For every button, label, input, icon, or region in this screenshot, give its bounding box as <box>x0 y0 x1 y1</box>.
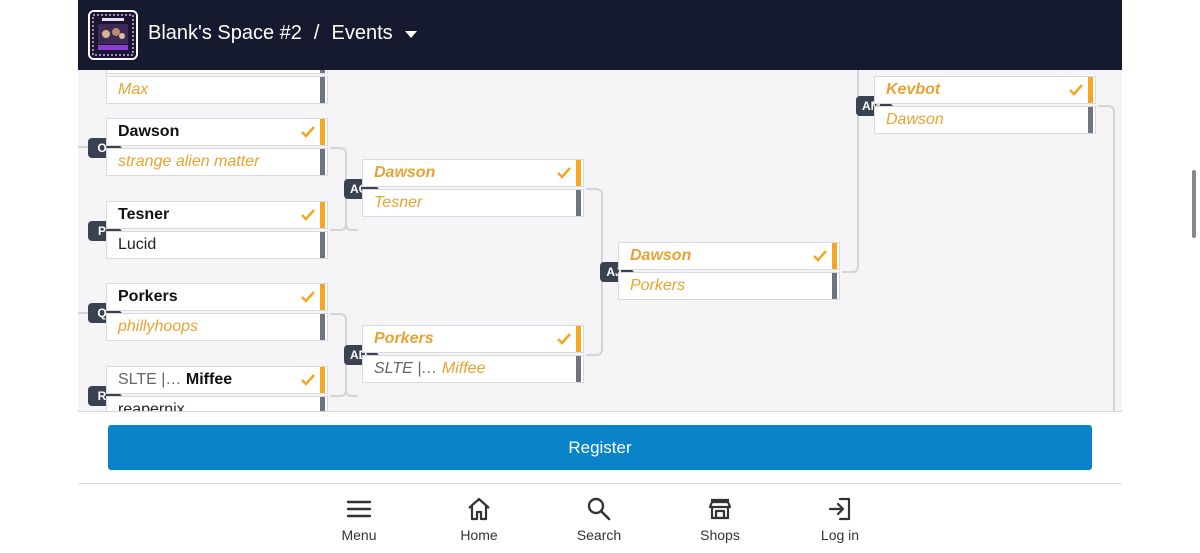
login-icon <box>828 497 851 521</box>
score-bar <box>320 70 325 73</box>
score-bar <box>320 119 325 145</box>
player-name: Lucid <box>118 236 157 253</box>
nav-login-label: Log in <box>820 527 860 543</box>
match-r[interactable]: SLTE |… Miffee reapernix <box>106 366 328 412</box>
event-title[interactable]: Blank's Space #2 <box>148 22 302 44</box>
score-bar <box>1088 107 1093 133</box>
player-name: Porkers <box>630 277 686 294</box>
player-name: Tesner <box>374 194 423 211</box>
match-slot-winner[interactable]: SLTE |… Miffee <box>106 366 328 394</box>
match-partial[interactable]: Max <box>106 70 328 106</box>
match-slot[interactable]: strange alien matter <box>106 148 328 176</box>
player-name: Dawson <box>630 247 692 264</box>
nav-search-label: Search <box>576 527 622 543</box>
nav-home-label: Home <box>460 527 498 543</box>
match-slot-winner[interactable]: Dawson <box>362 159 584 187</box>
player-name: Porkers <box>118 288 178 305</box>
match-slot-winner[interactable]: Kevbot <box>874 76 1096 104</box>
breadcrumb-separator: / <box>313 22 320 44</box>
match-slot-winner[interactable]: Dawson <box>618 242 840 270</box>
match-o[interactable]: Dawson strange alien matter <box>106 118 328 178</box>
home-icon <box>468 497 490 521</box>
nav-search[interactable]: Search <box>554 496 644 543</box>
chevron-down-icon[interactable] <box>404 31 417 38</box>
bracket-view[interactable]: Max O Dawson strange alien matter P Tesn… <box>78 70 1122 412</box>
score-bar <box>1088 77 1093 103</box>
match-slot[interactable]: Lucid <box>106 231 328 259</box>
player-name: Tesner <box>118 206 170 223</box>
bottom-nav: Menu Home Search Shops Log in <box>78 483 1122 553</box>
match-q[interactable]: Porkers phillyhoops <box>106 283 328 343</box>
score-bar <box>576 356 581 382</box>
search-icon <box>587 497 611 521</box>
score-bar <box>320 232 325 258</box>
scrollbar[interactable] <box>1192 170 1196 238</box>
player-name: Max <box>118 81 149 98</box>
nav-shops[interactable]: Shops <box>675 496 765 543</box>
check-icon <box>301 126 315 138</box>
player-name: strange alien matter <box>118 153 260 170</box>
store-icon <box>708 498 732 520</box>
player-name: Kevbot <box>886 81 941 98</box>
score-bar <box>576 326 581 352</box>
player-name: phillyhoops <box>118 318 199 335</box>
check-icon <box>301 209 315 221</box>
check-icon <box>301 374 315 386</box>
match-ad[interactable]: Porkers SLTE |… Miffee <box>362 325 584 385</box>
match-slot[interactable]: Dawson <box>874 106 1096 134</box>
check-icon <box>557 167 571 179</box>
score-bar <box>320 77 325 103</box>
match-slot-winner[interactable]: Porkers <box>106 283 328 311</box>
check-icon <box>1069 84 1083 96</box>
match-slot-winner[interactable]: Porkers <box>362 325 584 353</box>
score-bar <box>320 284 325 310</box>
match-slot[interactable]: phillyhoops <box>106 313 328 341</box>
score-bar <box>832 273 837 299</box>
app: Blank's Space #2 / Events Max <box>78 0 1122 553</box>
nav-menu-label: Menu <box>341 527 377 543</box>
match-slot[interactable]: Tesner <box>362 189 584 217</box>
score-bar <box>320 202 325 228</box>
score-bar <box>576 190 581 216</box>
match-p[interactable]: Tesner Lucid <box>106 201 328 261</box>
match-slot-winner[interactable]: Tesner <box>106 201 328 229</box>
match-am[interactable]: Kevbot Dawson <box>874 76 1096 136</box>
match-slot[interactable]: SLTE |… Miffee <box>362 355 584 383</box>
score-bar <box>576 160 581 186</box>
match-slot[interactable]: Porkers <box>618 272 840 300</box>
nav-shops-label: Shops <box>700 527 740 543</box>
register-button[interactable]: Register <box>108 425 1092 470</box>
score-bar <box>320 149 325 175</box>
top-bar: Blank's Space #2 / Events <box>78 0 1122 70</box>
nav-menu[interactable]: Menu <box>314 496 404 543</box>
match-ac[interactable]: Dawson Tesner <box>362 159 584 219</box>
menu-icon <box>346 500 372 518</box>
player-name: Dawson <box>886 111 944 128</box>
match-slot[interactable] <box>106 70 328 74</box>
breadcrumb: Blank's Space #2 / Events <box>148 22 417 45</box>
score-bar <box>320 314 325 340</box>
check-icon <box>813 250 827 262</box>
player-name: Dawson <box>374 164 436 181</box>
events-dropdown[interactable]: Events <box>331 22 393 44</box>
player-name: Porkers <box>374 330 434 347</box>
match-slot[interactable]: Max <box>106 76 328 104</box>
team-tag: SLTE |… <box>118 371 182 388</box>
score-bar <box>320 367 325 393</box>
team-tag: SLTE |… <box>374 360 438 377</box>
nav-login[interactable]: Log in <box>795 496 885 543</box>
check-icon <box>557 333 571 345</box>
check-icon <box>301 291 315 303</box>
nav-home[interactable]: Home <box>434 496 524 543</box>
player-name: reapernix <box>118 401 185 412</box>
player-name: Dawson <box>118 123 180 140</box>
match-aj[interactable]: Dawson Porkers <box>618 242 840 302</box>
match-slot[interactable]: reapernix <box>106 396 328 412</box>
score-bar <box>832 243 837 269</box>
event-logo[interactable] <box>88 10 138 60</box>
score-bar <box>320 397 325 411</box>
player-name: Miffee <box>441 360 486 377</box>
match-slot-winner[interactable]: Dawson <box>106 118 328 146</box>
player-name: Miffee <box>185 371 233 388</box>
